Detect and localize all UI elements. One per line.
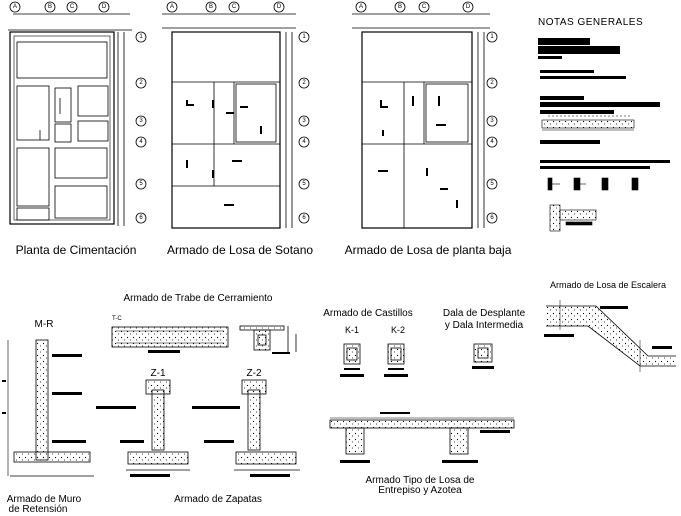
grid-number-3: 3 (302, 118, 306, 124)
grid-number-4: 4 (302, 139, 306, 145)
title-losa-sotano: Armado de Losa de Sotano (166, 243, 314, 257)
grid-letter-d: D (276, 4, 282, 10)
losa-tipo-detail (329, 412, 515, 463)
grid-letter-c: C (231, 4, 237, 10)
tag-z1: Z-1 (150, 368, 166, 379)
tag-z2: Z-2 (246, 368, 262, 379)
notes-redacted-text (538, 38, 670, 169)
muro-retension-detail (2, 339, 94, 477)
grid-number-1: 1 (139, 34, 143, 40)
title-losa-tipo-2: Entrepiso y Azotea (378, 485, 462, 496)
tag-trabe: T-C (112, 316, 122, 322)
grid-letter-a: A (12, 4, 18, 10)
grid-number-6: 6 (302, 215, 306, 221)
grid-letter-c: C (421, 4, 427, 10)
escalera-detail (544, 300, 676, 372)
zapata-z2-detail (192, 379, 300, 477)
plan-losa-sotano (162, 13, 296, 229)
plan-losa-planta-baja (352, 13, 490, 229)
plan-cimentacion (8, 13, 132, 226)
grid-number-6: 6 (139, 215, 143, 221)
grid-number-2: 2 (139, 80, 143, 86)
grid-letter-c: C (69, 4, 75, 10)
grid-letter-b: B (397, 4, 403, 10)
grid-number-5: 5 (139, 181, 143, 187)
title-muro-2: de Retensión (8, 504, 68, 515)
tag-k2: K-2 (390, 325, 406, 335)
grid-number-4: 4 (490, 139, 494, 145)
title-losa-planta-baja: Armado de Losa de planta baja (344, 243, 512, 257)
title-planta-cimentacion: Planta de Cimentación (15, 243, 137, 257)
grid-number-4: 4 (139, 139, 143, 145)
grid-number-5: 5 (302, 181, 306, 187)
title-muro-1: Armado de Muro (6, 494, 82, 505)
grid-number-5: 5 (490, 181, 494, 187)
grid-number-2: 2 (490, 80, 494, 86)
grid-letter-d: D (465, 4, 471, 10)
notes-details (541, 115, 639, 232)
title-trabe-cerramiento: Armado de Trabe de Cerramiento (123, 293, 273, 304)
castillos-detail (340, 343, 494, 377)
grid-letter-d: D (101, 4, 107, 10)
plan-losa-sotano-marks (186, 100, 262, 206)
tag-k1: K-1 (344, 325, 360, 335)
title-castillos: Armado de Castillos (323, 308, 413, 319)
title-dala-2: y Dala Intermedia (444, 320, 524, 331)
plan-losa-sotano-grid-bubbles (166, 1, 310, 224)
grid-number-3: 3 (490, 118, 494, 124)
grid-number-3: 3 (139, 118, 143, 124)
grid-number-1: 1 (490, 34, 494, 40)
title-notas-generales: NOTAS GENERALES (538, 17, 644, 28)
grid-letter-b: B (208, 4, 214, 10)
grid-number-2: 2 (302, 80, 306, 86)
plan-losa-planta-baja-marks (378, 96, 458, 208)
zapata-z1-detail (96, 379, 190, 477)
title-dala-1: Dala de Desplante (442, 308, 526, 319)
tag-muro: M-R (34, 319, 54, 330)
title-zapatas: Armado de Zapatas (174, 494, 262, 505)
trabe-cerramiento-detail (111, 325, 297, 354)
title-losa-tipo-1: Armado Tipo de Losa de (365, 475, 475, 486)
title-losa-escalera: Armado de Losa de Escalera (549, 280, 667, 290)
grid-letter-a: A (169, 4, 175, 10)
grid-number-6: 6 (490, 215, 494, 221)
grid-letter-b: B (47, 4, 53, 10)
grid-letter-a: A (358, 4, 364, 10)
grid-number-1: 1 (302, 34, 306, 40)
plan-cimentacion-grid-bubbles (9, 1, 147, 224)
plan-losa-planta-baja-grid-bubbles (355, 1, 498, 224)
